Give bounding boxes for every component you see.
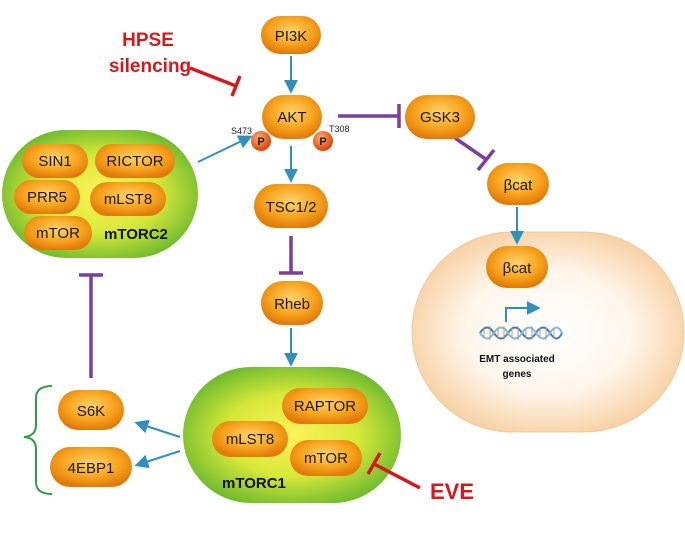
akt-phospho-sites: S473 T308 P P (231, 124, 350, 151)
mtorc2-components: SIN1 RICTOR PRR5 mLST8 mTOR mTORC2 (14, 144, 175, 250)
eve-label: EVE (430, 479, 474, 504)
node-tsc: TSC1/2 (254, 184, 328, 228)
hpse-label-line1: HPSE (122, 30, 174, 51)
svg-text:mLST8: mLST8 (104, 191, 152, 208)
inhibit-gsk3-bcat (454, 136, 488, 162)
svg-text:P: P (257, 136, 264, 148)
node-s6k: S6K (58, 390, 124, 430)
node-bcat-cytoplasm: βcat (487, 163, 549, 205)
arrow-mtorc1-4ebp1 (134, 450, 181, 469)
svg-text:T308: T308 (329, 124, 350, 134)
mtorc1-raptor (282, 388, 368, 424)
svg-text:mLST8: mLST8 (226, 431, 274, 448)
svg-text:βcat: βcat (504, 177, 533, 194)
mtorc2-mtor (24, 216, 92, 250)
svg-text:AKT: AKT (277, 109, 306, 126)
phospho-s473-marker (251, 131, 271, 151)
node-4ebp1: 4EBP1 (50, 447, 132, 487)
svg-text:RAPTOR: RAPTOR (294, 398, 356, 415)
nucleus (411, 231, 685, 433)
inhibit-hpse-akt (189, 66, 237, 88)
node-akt: AKT (262, 95, 322, 139)
mtorc2-rictor (95, 144, 175, 178)
emt-genes-line1: EMT associated (479, 354, 555, 365)
svg-text:SIN1: SIN1 (38, 153, 71, 170)
target-bracket (23, 385, 53, 495)
node-rheb: Rheb (261, 281, 323, 325)
svg-text:mTOR: mTOR (36, 225, 80, 242)
svg-text:GSK3: GSK3 (420, 109, 460, 126)
drug-inhibitions (189, 66, 421, 490)
svg-text:βcat: βcat (503, 260, 532, 277)
svg-text:PI3K: PI3K (275, 28, 308, 45)
dna-icon (479, 326, 563, 340)
mtorc1-mtor (290, 440, 362, 476)
svg-text:4EBP1: 4EBP1 (68, 460, 115, 477)
svg-text:S6K: S6K (77, 403, 105, 420)
svg-text:Rheb: Rheb (274, 296, 310, 313)
svg-text:TSC1/2: TSC1/2 (266, 199, 317, 216)
svg-text:mTOR: mTOR (304, 450, 348, 467)
activation-arrows (134, 56, 524, 469)
mtorc1-components: RAPTOR mLST8 mTOR mTORC1 (212, 388, 368, 492)
mtorc2-mlst8 (90, 182, 166, 216)
node-gsk3: GSK3 (405, 95, 475, 139)
mtorc2-sin1 (22, 144, 88, 178)
inhibition-lines (79, 104, 496, 378)
emt-genes-line2: genes (503, 369, 532, 380)
mtorc2-label: mTORC2 (104, 226, 168, 243)
arrow-mtorc2-akt (197, 135, 253, 163)
svg-text:PRR5: PRR5 (27, 189, 67, 206)
arrow-mtorc1-s6k (134, 419, 181, 438)
mtorc2-prr5 (14, 180, 80, 214)
transcription-arrow-icon (505, 301, 541, 322)
svg-text:RICTOR: RICTOR (106, 153, 163, 170)
node-pi3k: PI3K (261, 16, 321, 54)
svg-text:P: P (319, 136, 326, 148)
mtorc1-label: mTORC1 (222, 475, 286, 492)
node-bcat-nucleus: βcat (486, 246, 548, 288)
hpse-label-line2: silencing (109, 56, 191, 77)
svg-text:S473: S473 (231, 126, 252, 136)
inhibit-eve-mtor (373, 462, 421, 490)
phospho-t308-marker (313, 131, 333, 151)
mtorc1-mlst8 (212, 421, 288, 457)
